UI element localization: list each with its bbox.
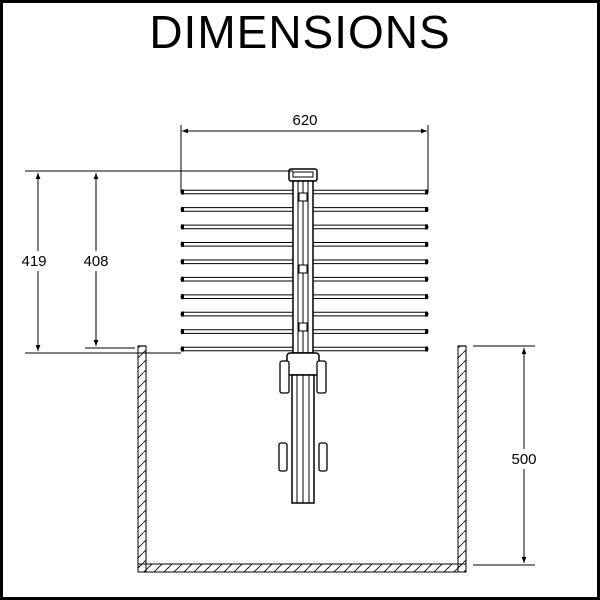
depth-label: 500 — [511, 451, 536, 468]
cabinet — [137, 345, 467, 573]
width-label: 620 — [292, 112, 317, 129]
dimension-drawing: 620 419 408 500 — [17, 112, 545, 573]
height-rack-label: 408 — [83, 253, 108, 270]
cabinet-bottom — [137, 563, 467, 573]
cabinet-right-wall — [457, 345, 467, 573]
page-title: DIMENSIONS — [149, 6, 451, 58]
width-dimension: 620 — [180, 112, 429, 193]
rack-column — [278, 168, 328, 504]
height-total-label: 419 — [21, 253, 46, 270]
height-dimensions: 419 408 — [17, 170, 293, 354]
cabinet-left-wall — [137, 345, 147, 573]
depth-dimension: 500 — [473, 345, 545, 566]
